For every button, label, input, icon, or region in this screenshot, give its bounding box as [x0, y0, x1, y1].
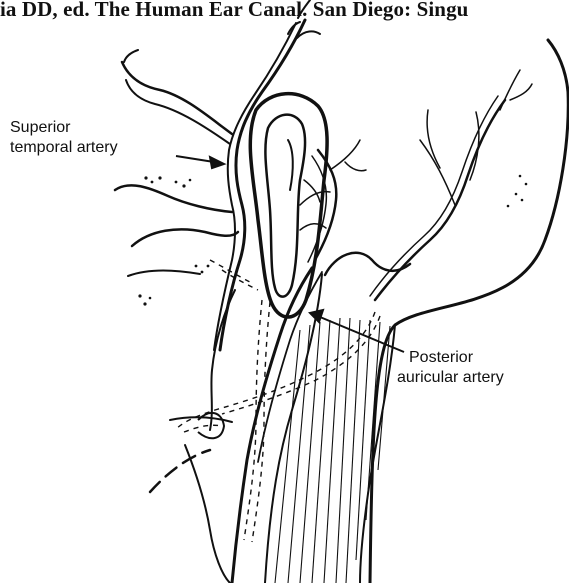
jaw-dashed-left: [150, 450, 210, 492]
sta-left-branch: [122, 62, 232, 134]
pa-twig-1: [330, 140, 360, 170]
sta-left-branch-2: [126, 80, 230, 144]
posterior-auricular-artery-arrowhead: [310, 310, 323, 322]
face-contour-2: [132, 229, 238, 246]
occipital-branch-5: [510, 84, 532, 100]
posterior-auricular-artery-arrow-line: [320, 317, 404, 352]
pa-twig-2: [345, 162, 366, 171]
superior-temporal-artery-arrowhead: [210, 157, 224, 168]
neck-outline-right: [370, 40, 568, 583]
posterior-auricular-artery-label-line2: auricular artery: [397, 368, 504, 388]
superior-temporal-artery-label: Superior temporal artery: [10, 118, 118, 158]
lower-face-line: [185, 445, 230, 583]
face-contour-3: [128, 271, 200, 277]
occipital-branch-1: [420, 140, 455, 205]
occipital-branch-4: [500, 70, 520, 110]
posterior-auricular-artery-label: Posterior auricular artery: [409, 348, 504, 388]
muscle-outline-left: [265, 274, 322, 583]
sta-left-stub: [124, 50, 138, 62]
posterior-auricular-artery-label-line1: Posterior: [409, 348, 504, 368]
dashed-deep-vessels: [175, 260, 380, 542]
superior-temporal-artery-arrow-line: [176, 156, 214, 162]
superior-temporal-artery-label-line2: temporal artery: [10, 138, 118, 158]
superior-temporal-artery-label-line1: Superior: [10, 118, 118, 138]
face-contour-1: [115, 185, 232, 212]
sta-branch-top: [298, 0, 310, 18]
face-contour-4: [210, 290, 235, 430]
auricle-inner: [265, 115, 305, 297]
stipple-marks: [138, 175, 527, 306]
auricle-concha: [288, 140, 293, 190]
